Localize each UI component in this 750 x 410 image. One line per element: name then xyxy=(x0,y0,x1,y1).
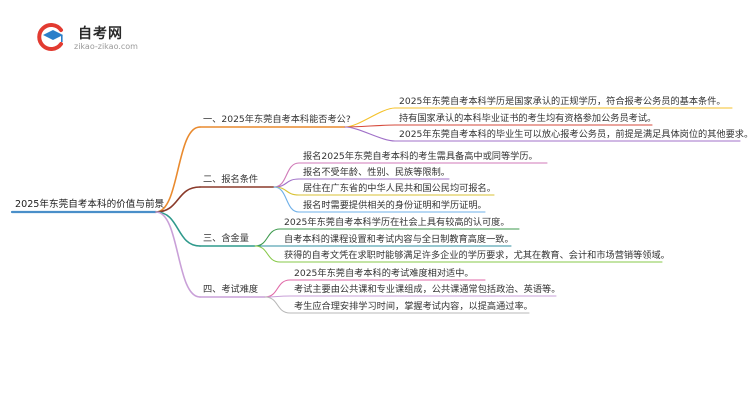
leaf-2-2-text: 报名不受年龄、性别、民族等限制。 xyxy=(303,167,450,178)
branch-1-label: 一、2025年东莞自考本科能否考公? xyxy=(203,114,351,125)
site-logo[interactable]: 自考网 zikao-zikao.com xyxy=(36,22,156,54)
connector-leaf-3-3 xyxy=(254,245,281,263)
connector-leaf-4-1 xyxy=(264,279,291,298)
connector-branch-4 xyxy=(155,211,201,298)
leaf-4-2-text: 考试主要由公共课和专业课组成，公共课通常包括政治、英语等。 xyxy=(294,284,561,295)
leaf-3-1-text: 2025年东莞自考本科学历在社会上具有较高的认可度。 xyxy=(284,217,510,228)
graduation-cap-icon xyxy=(37,23,63,51)
leaf-2-4-text: 报名时需要提供相关的身份证明和学历证明。 xyxy=(303,200,487,211)
leaf-2-3-text: 居住在广东省的中华人民共和国公民均可报名。 xyxy=(303,183,496,194)
leaf-4-1-text: 2025年东莞自考本科的考试难度相对适中。 xyxy=(294,268,474,279)
leaf-1-2-text: 持有国家承认的本科毕业证书的考生均有资格参加公务员考试。 xyxy=(399,113,657,124)
leaf-1-3-text: 2025年东莞自考本科的毕业生可以放心报考公务员，前提是满足具体岗位的其他要求。 xyxy=(399,129,750,140)
connector-branch-1 xyxy=(155,126,201,213)
logo-title: 自考网 xyxy=(78,26,123,42)
branch-4-label: 四、考试难度 xyxy=(203,284,259,295)
leaf-1-1-text: 2025年东莞自考本科学历是国家承认的正规学历，符合报考公务员的基本条件。 xyxy=(399,96,726,107)
connector-branch-2 xyxy=(155,186,201,213)
leaf-3-3-text: 获得的自考文凭在求职时能够满足许多企业的学历要求，尤其在教育、会计和市场营销等领… xyxy=(284,250,670,261)
connector-leaf-2-4 xyxy=(273,186,300,213)
leaf-3-2-text: 自考本科的课程设置和考试内容与全日制教育高度一致。 xyxy=(284,234,514,245)
leaf-2-1-text: 报名2025年东莞自考本科的考生需具备高中或同等学历。 xyxy=(303,151,538,162)
connector-leaf-4-3 xyxy=(264,296,291,314)
logo-subtitle: zikao-zikao.com xyxy=(74,42,138,51)
connector-branch-3 xyxy=(155,211,201,247)
connector-leaf-1-3 xyxy=(344,126,396,142)
connector-leaf-1-1 xyxy=(344,107,396,128)
branch-2-label: 二、报名条件 xyxy=(203,174,259,185)
connector-leaf-3-1 xyxy=(254,228,281,247)
root-node: 2025年东莞自考本科的价值与前景 xyxy=(15,199,165,210)
leaf-4-3-text: 考生应合理安排学习时间，掌握考试内容，以提高通过率。 xyxy=(294,301,533,312)
branch-3-label: 三、含金量 xyxy=(203,233,249,244)
